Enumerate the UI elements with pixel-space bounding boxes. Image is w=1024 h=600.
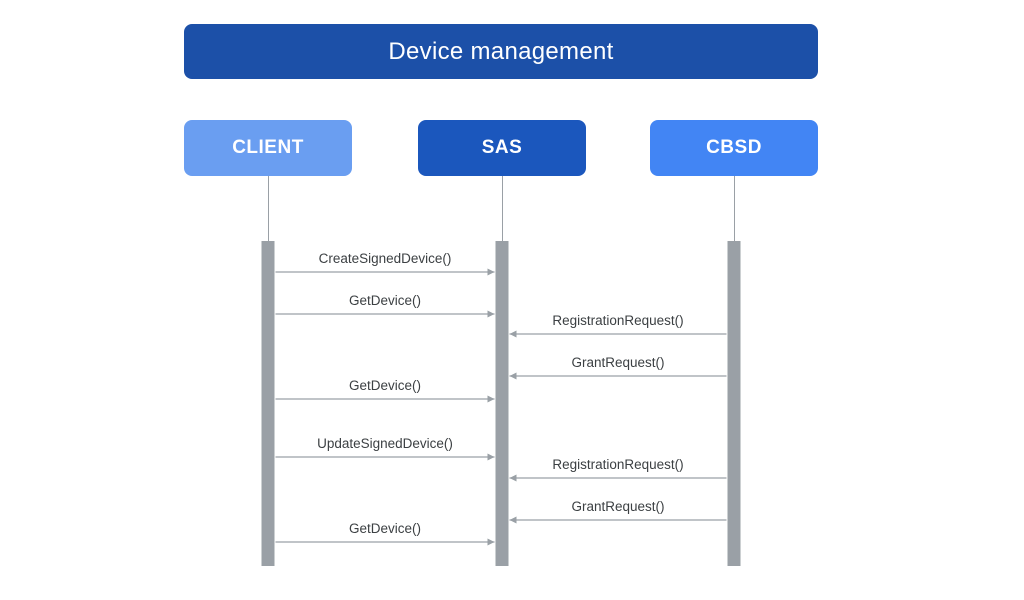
diagram-title: Device management xyxy=(184,24,818,79)
activation-bar-client xyxy=(261,241,275,566)
actor-sas: SAS xyxy=(418,120,586,176)
message-label: GrantRequest() xyxy=(571,355,664,370)
message-label: GetDevice() xyxy=(349,378,421,393)
message-label: GrantRequest() xyxy=(571,499,664,514)
message-label: RegistrationRequest() xyxy=(552,457,683,472)
activation-bar-sas xyxy=(495,241,509,566)
activation-bar-cbsd xyxy=(727,241,741,566)
actor-cbsd: CBSD xyxy=(650,120,818,176)
message-label: RegistrationRequest() xyxy=(552,313,683,328)
message-label: GetDevice() xyxy=(349,521,421,536)
message-label: UpdateSignedDevice() xyxy=(317,436,453,451)
message-label: GetDevice() xyxy=(349,293,421,308)
message-label: CreateSignedDevice() xyxy=(319,251,452,266)
actor-client: CLIENT xyxy=(184,120,352,176)
